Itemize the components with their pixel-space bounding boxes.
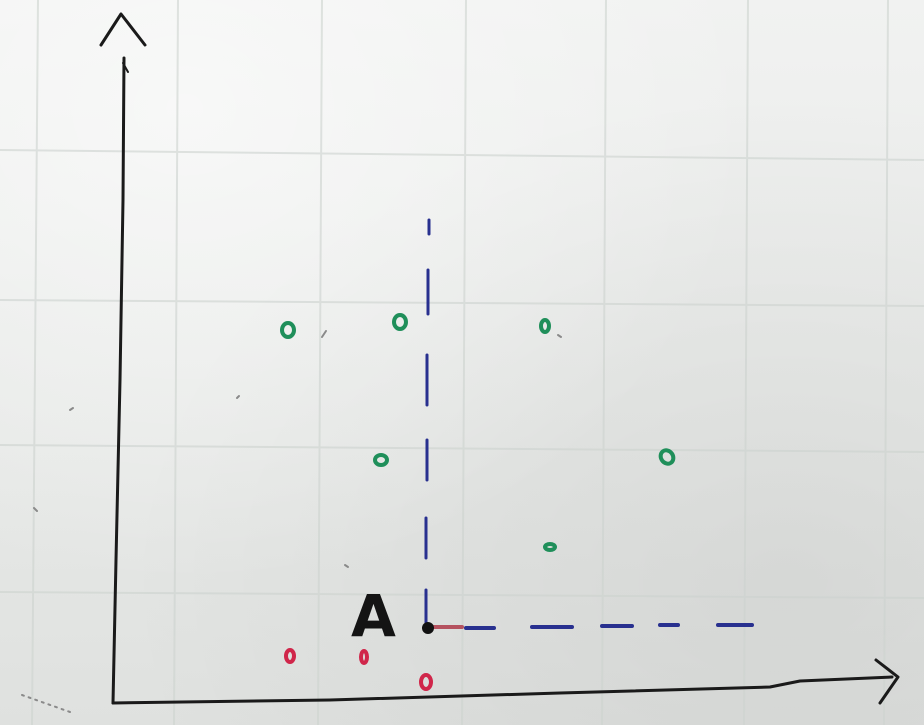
horizontal-dashed-guide xyxy=(430,623,754,630)
x-axis-arrowhead xyxy=(874,658,900,705)
pencil-specks xyxy=(21,330,562,713)
point-a-dot xyxy=(422,622,434,634)
speck xyxy=(557,334,562,338)
grid-line xyxy=(173,0,179,725)
speck xyxy=(236,395,240,399)
grid-line xyxy=(601,0,607,725)
green-point xyxy=(392,313,408,331)
red-point xyxy=(359,649,369,665)
grid-line xyxy=(883,0,889,725)
green-point xyxy=(658,448,676,466)
grid-line xyxy=(0,149,924,161)
green-point xyxy=(539,318,551,334)
point-a-label: A xyxy=(351,582,396,650)
grid-line xyxy=(743,0,749,725)
grid-line xyxy=(0,299,924,307)
grid-line xyxy=(31,0,39,725)
x-axis xyxy=(111,675,894,705)
green-points xyxy=(280,313,676,552)
red-point xyxy=(284,648,296,664)
grid-line xyxy=(317,0,323,725)
axes xyxy=(99,12,900,705)
green-point xyxy=(280,321,296,339)
grid-line xyxy=(0,591,924,599)
vertical-dashed-guide xyxy=(424,218,431,627)
green-point xyxy=(373,453,389,467)
y-axis xyxy=(111,56,126,705)
speck xyxy=(321,330,327,338)
speck xyxy=(21,694,71,713)
green-point xyxy=(543,542,557,552)
red-point xyxy=(419,673,433,691)
grid-line xyxy=(461,0,467,725)
y-axis-tick xyxy=(122,62,129,73)
dashed-guides xyxy=(424,218,754,630)
speck xyxy=(33,507,38,512)
y-axis-arrowhead xyxy=(99,12,147,47)
point-a-group: A xyxy=(351,582,434,650)
grid-line xyxy=(0,444,924,453)
red-points xyxy=(284,648,433,691)
speck xyxy=(344,564,349,568)
speck xyxy=(69,407,74,411)
